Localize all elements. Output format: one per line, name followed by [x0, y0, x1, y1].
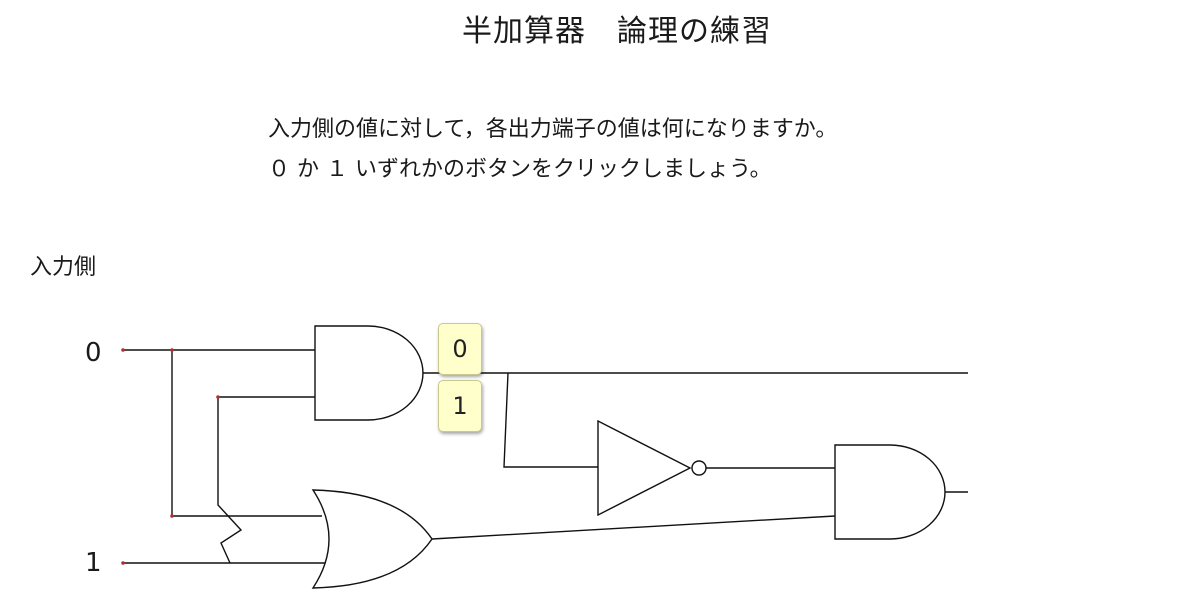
not-gate	[597, 419, 692, 517]
instruction-line-1: 入力側の値に対して，各出力端子の値は何になりますか。	[268, 117, 838, 142]
and-gate-1	[314, 325, 424, 421]
junction-a-branch	[170, 348, 174, 352]
input-a-value: 0	[85, 338, 102, 368]
and-gate-2	[834, 444, 946, 540]
wire-b-branch	[217, 396, 315, 564]
junction-a-or	[170, 514, 174, 518]
input-side-label: 入力側	[30, 255, 97, 280]
instructions: 入力側の値に対して，各出力端子の値は何になりますか。 ０ か １ いずれかのボタ…	[268, 110, 837, 190]
answer-one-button[interactable]: 1	[438, 380, 482, 432]
not-gate-bubble	[691, 460, 707, 476]
input-b-terminal	[121, 561, 125, 565]
input-a-terminal	[121, 348, 125, 352]
page-title: 半加算器 論理の練習	[462, 14, 772, 49]
or-gate	[311, 489, 433, 589]
wire-to-not	[503, 372, 598, 468]
junction-b-and	[216, 395, 220, 399]
answer-zero-button[interactable]: 0	[438, 323, 482, 375]
wire-or-out	[431, 515, 836, 540]
input-b-value: 1	[85, 548, 102, 578]
instruction-line-2: ０ か １ いずれかのボタンをクリックしましょう。	[268, 157, 772, 182]
